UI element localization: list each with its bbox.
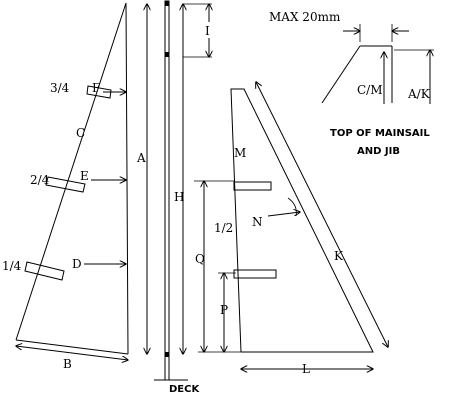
label-deck: DECK [169,384,200,395]
mainsail: F 3/4 C E 2/4 D 1/4 A B [2,2,147,371]
label-p: P [220,303,228,317]
label-h: H [174,190,184,204]
label-c: C [76,126,85,140]
label-one-quarter: 1/4 [2,259,22,273]
label-a: A [136,151,146,165]
label-cm: C/M [357,83,383,97]
jib-outline [230,88,374,353]
label-max-20mm: MAX 20mm [269,10,341,24]
arrow-n [267,212,300,217]
jib-batten-upper [233,181,272,191]
mast-spar [164,0,170,381]
label-l: L [302,362,310,376]
label-k: K [334,249,344,263]
label-e: E [80,169,89,183]
label-d: D [72,257,82,271]
head-detail: MAX 20mm C/M A/K TOP OF MAINSAIL AND JIB [269,10,434,157]
label-m: M [234,146,246,160]
dimension-b [16,346,128,360]
label-two-quarters: 2/4 [30,173,50,187]
label-top-line1: TOP OF MAINSAIL [330,128,430,139]
label-i: I [205,24,210,38]
batten-middle [45,176,86,193]
mast-top-marker [165,1,169,6]
label-n: N [252,215,263,229]
mast-deck-marker [165,352,169,357]
mast-hounds-marker [165,52,169,57]
mainsail-luff [125,2,129,355]
label-q: Q [195,252,205,266]
jib-batten-lower [233,269,277,279]
jib: M N 1/2 Q P K L [194,82,388,376]
label-half: 1/2 [214,221,233,235]
label-three-quarters: 3/4 [50,81,70,95]
mainsail-foot [15,339,129,355]
label-b: B [63,357,72,371]
label-top-line2: AND JIB [357,146,400,157]
mast: DECK I H [154,0,212,395]
mainsail-leech [15,2,127,341]
dimension-k [256,82,388,347]
batten-upper [86,85,112,99]
detail-leech [321,45,361,104]
label-ak: A/K [407,87,431,101]
label-f: F [92,81,100,95]
batten-lower [24,261,65,281]
